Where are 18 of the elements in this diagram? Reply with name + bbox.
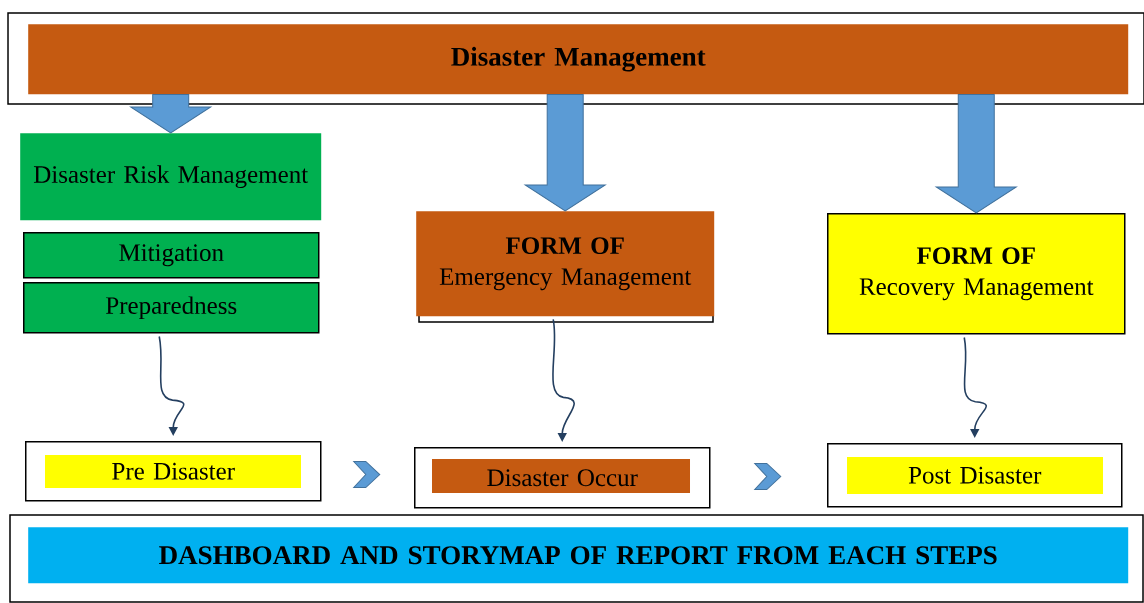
phase-box: Mitigation	[23, 232, 320, 279]
stage-box: Pre Disaster	[25, 441, 322, 502]
block-arrow	[524, 93, 606, 212]
stage-box: Post Disaster	[827, 443, 1123, 508]
summary-bar: DASHBOARD AND STORYMAP OF REPORT FROM EACH STEPS	[9, 514, 1144, 603]
block-arrow	[935, 93, 1017, 214]
block-arrow	[130, 93, 212, 134]
phase-box: Preparedness	[23, 282, 320, 334]
chevron-arrow	[353, 461, 381, 488]
title-bar: Disaster Management	[7, 12, 1144, 105]
squiggle-arrow	[552, 318, 575, 442]
squiggle-arrow	[963, 336, 988, 438]
squiggle-arrow	[158, 335, 185, 436]
category-box: FORM OF Recovery Management	[827, 213, 1126, 335]
category-box: Disaster Risk Management	[20, 133, 322, 221]
stage-box: Disaster Occur	[414, 447, 711, 509]
chevron-arrow	[754, 463, 782, 490]
category-box: FORM OF Emergency Management	[416, 211, 715, 323]
